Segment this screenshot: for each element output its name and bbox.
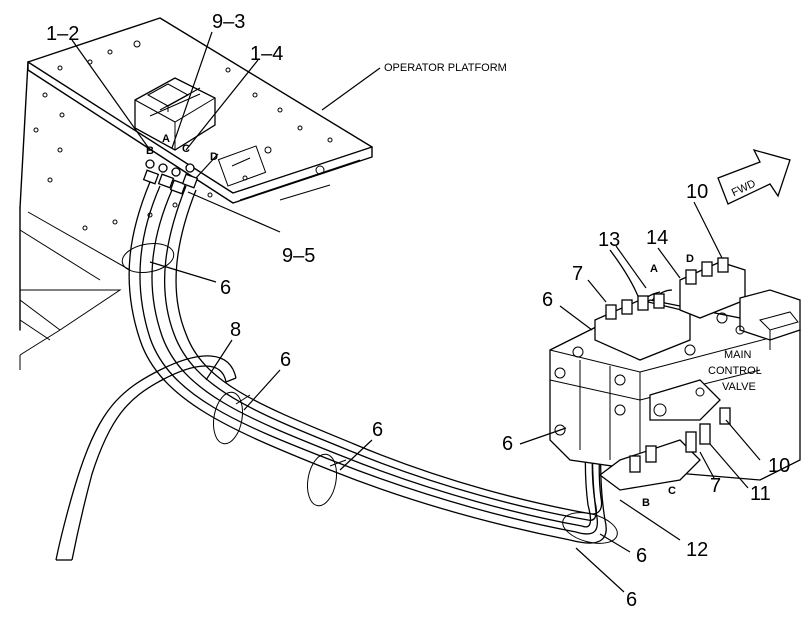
callout-7-bottom: 7 xyxy=(710,475,721,497)
pilot-port-d: D xyxy=(210,151,218,163)
callout-7-top: 7 xyxy=(572,263,583,285)
main-control-valve-label-2: CONTROL xyxy=(708,365,762,377)
callout-6-platform: 6 xyxy=(220,277,231,299)
text-labels: OPERATOR PLATFORM MAIN CONTROL VALVE xyxy=(384,62,762,393)
pilot-port-a: A xyxy=(162,133,170,145)
operator-platform-label: OPERATOR PLATFORM xyxy=(384,62,507,74)
pilot-valve-fittings xyxy=(142,159,199,195)
callout-9-3: 9–3 xyxy=(212,11,245,33)
callout-1-2: 1–2 xyxy=(46,23,79,45)
port-letters: A B C D A D B C xyxy=(146,133,694,509)
callout-11: 11 xyxy=(750,483,771,505)
callout-10-bottom: 10 xyxy=(768,455,790,477)
callout-10-top: 10 xyxy=(686,181,708,203)
callout-6-bottom-a: 6 xyxy=(636,545,647,567)
callout-6-valve-left: 6 xyxy=(502,433,513,455)
pilot-port-c: C xyxy=(182,143,190,155)
main-control-valve xyxy=(549,257,801,491)
valve-port-b: B xyxy=(642,497,650,509)
callout-1-4: 1–4 xyxy=(250,43,283,65)
callout-6-valve-top: 6 xyxy=(542,289,553,311)
main-control-valve-label-3: VALVE xyxy=(722,381,756,393)
valve-port-c: C xyxy=(668,485,676,497)
operator-platform xyxy=(19,17,373,370)
callout-13: 13 xyxy=(598,229,620,251)
callout-6-clamp-a: 6 xyxy=(280,349,291,371)
callout-8: 8 xyxy=(230,319,241,341)
hose-8 xyxy=(55,355,237,561)
valve-port-a: A xyxy=(650,263,658,275)
callout-6-bottom-b: 6 xyxy=(626,589,637,611)
callout-numbers: 1–2 9–3 1–4 9–5 6 8 6 6 6 6 7 13 14 10 1… xyxy=(46,11,790,611)
callout-9-5: 9–5 xyxy=(282,245,315,267)
callout-12: 12 xyxy=(686,539,708,561)
callout-14: 14 xyxy=(646,227,668,249)
leader-lines xyxy=(71,31,761,593)
callout-6-clamp-b: 6 xyxy=(372,419,383,441)
valve-port-d: D xyxy=(686,253,694,265)
fwd-arrow-icon: FWD xyxy=(717,148,791,205)
pilot-port-b: B xyxy=(146,145,154,157)
main-control-valve-label-1: MAIN xyxy=(724,349,752,361)
